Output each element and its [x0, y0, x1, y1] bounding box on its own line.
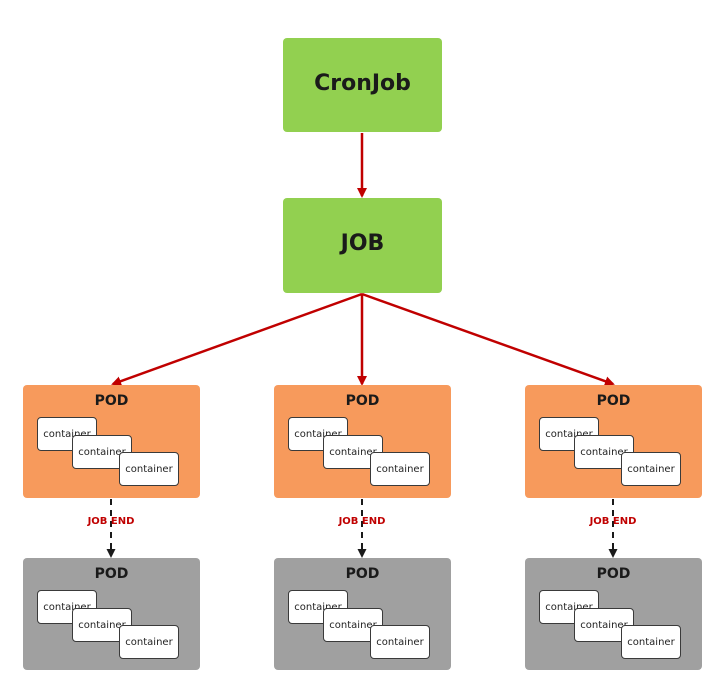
- container-card: container: [370, 452, 430, 486]
- completed-pod-left: POD container container container: [23, 558, 200, 670]
- pod-label: POD: [596, 393, 631, 409]
- job-end-label-center: JOB END: [338, 516, 386, 527]
- container-card: container: [119, 452, 179, 486]
- container-card: container: [621, 452, 681, 486]
- job-label: JOB: [340, 231, 385, 256]
- arrow-job-to-pod-right: [361, 292, 615, 387]
- container-card: container: [370, 625, 430, 659]
- container-card: container: [288, 417, 348, 451]
- pod-label: POD: [345, 393, 380, 409]
- container-card: container: [621, 625, 681, 659]
- pod-label: POD: [94, 393, 129, 409]
- job-end-label-right: JOB END: [589, 516, 637, 527]
- active-pod-right: POD container container container: [525, 385, 702, 498]
- completed-pod-right: POD container container container: [525, 558, 702, 670]
- active-pod-left: POD container container container: [23, 385, 200, 498]
- completed-pod-center: POD container container container: [274, 558, 451, 670]
- job-end-label-left: JOB END: [87, 516, 135, 527]
- pod-label: POD: [596, 566, 631, 582]
- container-card: container: [119, 625, 179, 659]
- pod-label: POD: [345, 566, 380, 582]
- cronjob-label: CronJob: [314, 71, 411, 96]
- job-node: JOB: [283, 198, 442, 293]
- pod-label: POD: [94, 566, 129, 582]
- active-pod-center: POD container container container: [274, 385, 451, 498]
- cronjob-node: CronJob: [283, 38, 442, 132]
- arrow-job-to-pod-left: [111, 292, 363, 386]
